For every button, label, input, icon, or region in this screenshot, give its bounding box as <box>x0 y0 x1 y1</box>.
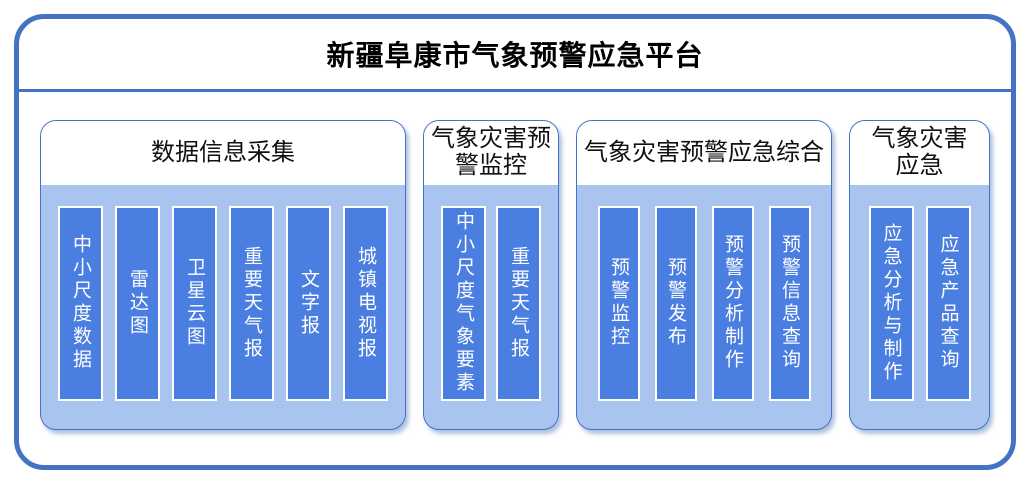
diagram-node: 预警信息查询 <box>768 205 811 401</box>
diagram-node: 应急产品查询 <box>925 205 971 401</box>
diagram-node: 重要天气报 <box>496 205 541 401</box>
diagram-node: 中小尺度数据 <box>58 205 103 401</box>
group-header: 气象灾害预警应急综合 <box>577 121 831 185</box>
diagram-node: 应急分析与制作 <box>868 205 914 401</box>
diagram-node: 文字报 <box>286 205 331 401</box>
platform-frame: 新疆阜康市气象预警应急平台 数据信息采集 中小尺度数据 雷达图 卫星云图 重要天… <box>14 14 1016 470</box>
diagram-node: 预警分析制作 <box>711 205 754 401</box>
group-data-collection: 数据信息采集 中小尺度数据 雷达图 卫星云图 重要天气报 文字报 城镇电视报 <box>40 120 406 430</box>
diagram-title: 新疆阜康市气象预警应急平台 <box>19 19 1011 92</box>
diagram-node: 卫星云图 <box>172 205 217 401</box>
group-warning-monitoring: 气象灾害预警监控 中小尺度气象要素 重要天气报 <box>423 120 559 430</box>
groups-row: 数据信息采集 中小尺度数据 雷达图 卫星云图 重要天气报 文字报 城镇电视报 气… <box>19 92 1011 430</box>
group-header: 气象灾害应急 <box>850 121 989 185</box>
group-header: 气象灾害预警监控 <box>424 121 558 185</box>
diagram-node: 重要天气报 <box>229 205 274 401</box>
group-body: 预警监控 预警发布 预警分析制作 预警信息查询 <box>577 185 831 429</box>
diagram-node: 中小尺度气象要素 <box>441 205 486 401</box>
group-header: 数据信息采集 <box>41 121 405 185</box>
group-warning-emergency-comprehensive: 气象灾害预警应急综合 预警监控 预警发布 预警分析制作 预警信息查询 <box>576 120 832 430</box>
diagram-node: 雷达图 <box>115 205 160 401</box>
diagram-node: 城镇电视报 <box>343 205 388 401</box>
group-body: 应急分析与制作 应急产品查询 <box>850 185 989 429</box>
group-disaster-emergency: 气象灾害应急 应急分析与制作 应急产品查询 <box>849 120 990 430</box>
diagram-node: 预警监控 <box>597 205 640 401</box>
diagram-node: 预警发布 <box>654 205 697 401</box>
group-body: 中小尺度数据 雷达图 卫星云图 重要天气报 文字报 城镇电视报 <box>41 185 405 429</box>
group-body: 中小尺度气象要素 重要天气报 <box>424 185 558 429</box>
